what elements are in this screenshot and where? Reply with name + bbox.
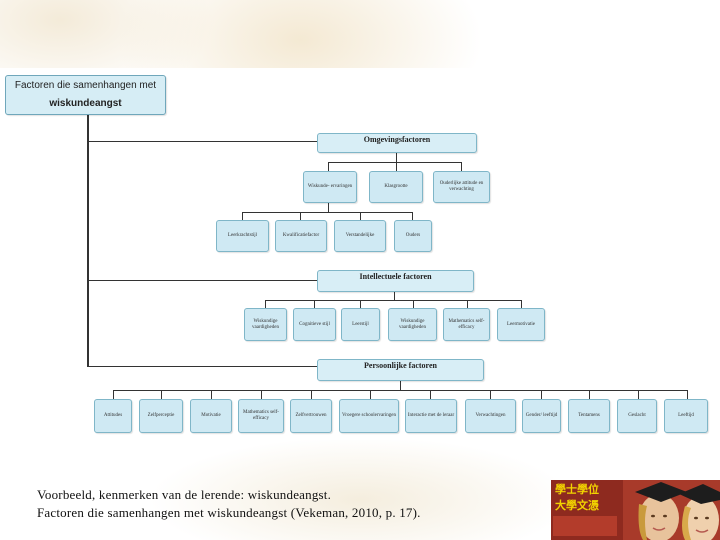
connector-line — [430, 390, 431, 399]
group-node-persoonlijke-factoren: Persoonlijke factoren — [317, 359, 484, 381]
connector-line — [461, 162, 462, 171]
connector-line — [328, 162, 329, 171]
connector-line — [687, 390, 688, 399]
connector-line — [113, 390, 114, 399]
factor-node: Kwalificatiefactor — [275, 220, 327, 252]
factor-node: Zelfvertrouwen — [290, 399, 332, 433]
factor-node: Wiskundige vaardigheden — [388, 308, 437, 341]
factor-node: Gender/ leeftijd — [522, 399, 561, 433]
root-title-line2: wiskundeangst — [49, 98, 122, 109]
connector-line — [211, 390, 212, 399]
factor-node: Mathematics self-efficacy — [238, 399, 284, 433]
factor-node: Verstandelijke — [334, 220, 386, 252]
connector-line — [638, 390, 639, 399]
connector-line — [328, 203, 329, 212]
connector-line — [328, 162, 461, 163]
factor-node: Wiskundige vaardigheden — [244, 308, 287, 341]
connector-omgeving — [87, 141, 317, 142]
connector-line — [161, 390, 162, 399]
connector-line — [360, 300, 361, 308]
factor-node: Zelfperceptie — [139, 399, 183, 433]
connector-line — [314, 300, 315, 308]
group-node-omgevingsfactoren: Omgevingsfactoren — [317, 133, 477, 153]
factor-node: Vroegere schoolervaringen — [339, 399, 399, 433]
connector-line — [265, 300, 266, 308]
connector-line — [412, 212, 413, 220]
connector-line — [400, 380, 401, 390]
factor-node: Klasgrootte — [369, 171, 423, 203]
factor-node: Verwachtingen — [465, 399, 516, 433]
connector-line — [265, 300, 521, 301]
connector-line — [396, 152, 397, 162]
connector-intellectueel — [87, 280, 317, 281]
factor-node: Ouderlijke attitude en verwachting — [433, 171, 490, 203]
connector-line — [521, 300, 522, 308]
connector-line — [370, 390, 371, 399]
connector-line — [589, 390, 590, 399]
root-node: Factoren die samenhangen met wiskundeang… — [5, 75, 166, 115]
connector-line — [311, 390, 312, 399]
slide-caption: Voorbeeld, kenmerken van de lerende: wis… — [37, 486, 537, 522]
root-title-line1: Factoren die samenhangen met — [14, 80, 157, 91]
factor-node: Leerkrachtstijl — [216, 220, 269, 252]
graduates-photo: 學士學位 大學文憑 — [551, 480, 720, 540]
connector-persoonlijk — [87, 366, 317, 367]
main-trunk-line — [87, 114, 89, 366]
connector-line — [242, 212, 412, 213]
factor-node: Leeftijd — [664, 399, 708, 433]
caption-line-1: Voorbeeld, kenmerken van de lerende: wis… — [37, 487, 332, 502]
svg-text:學士學位: 學士學位 — [555, 482, 599, 496]
connector-line — [394, 292, 395, 300]
factor-node: Interactie met de leraar — [405, 399, 457, 433]
connector-line — [467, 300, 468, 308]
factor-node: Wiskunde- ervaringen — [303, 171, 357, 203]
factor-node: Tentamens — [568, 399, 610, 433]
svg-text:大學文憑: 大學文憑 — [555, 498, 599, 512]
factor-node: Cognitieve stijl — [293, 308, 336, 341]
factor-node: Attitudes — [94, 399, 132, 433]
connector-line — [490, 390, 491, 399]
connector-line — [360, 212, 361, 220]
diagram-image: Factoren die samenhangen met wiskundeang… — [0, 68, 720, 440]
factor-node: Mathematics self-efficacy — [443, 308, 490, 341]
connector-line — [113, 390, 688, 391]
factor-node: Geslacht — [617, 399, 657, 433]
group-node-intellectuele-factoren: Intellectuele factoren — [317, 270, 474, 292]
factor-node: Leermotivatie — [497, 308, 545, 341]
connector-line — [541, 390, 542, 399]
factor-node: Leerstijl — [341, 308, 380, 341]
connector-line — [396, 162, 397, 171]
connector-line — [261, 390, 262, 399]
factor-node: Ouders — [394, 220, 432, 252]
factor-node: Motivatie — [190, 399, 232, 433]
graduates-photo-graphic: 學士學位 大學文憑 — [551, 480, 720, 540]
caption-line-2: Factoren die samenhangen met wiskundeang… — [37, 505, 421, 520]
connector-line — [242, 212, 243, 220]
connector-line — [300, 212, 301, 220]
connector-line — [413, 300, 414, 308]
